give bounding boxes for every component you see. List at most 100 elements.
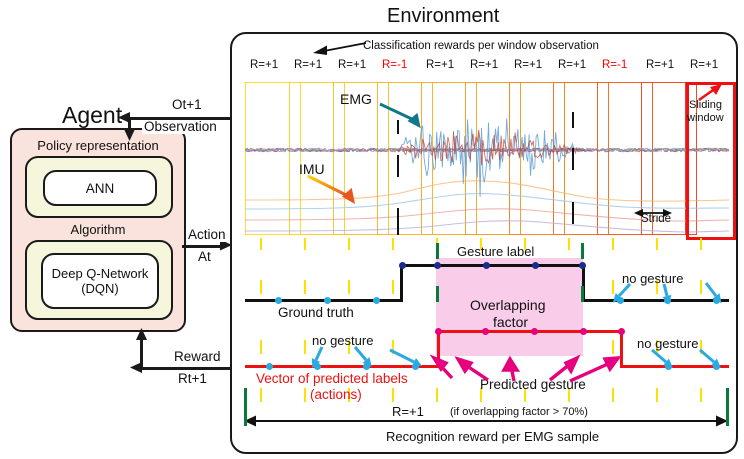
action-arrowhead <box>220 239 232 251</box>
span-marker-right <box>726 388 729 426</box>
gesture-start-marker-2 <box>397 155 400 177</box>
tick-top-7 <box>523 238 526 250</box>
gesture-end-marker <box>572 112 575 128</box>
ground-truth-rising-edge <box>400 264 403 302</box>
imu-traces <box>245 180 729 233</box>
tick-mid-4 <box>391 280 394 294</box>
signal-plot-area <box>245 80 729 235</box>
reward-label-2: R=+1 <box>294 59 323 71</box>
tick-low-9 <box>611 340 614 354</box>
ground-truth-dot-low-left-2 <box>323 297 331 304</box>
window-rect-8 <box>553 82 609 235</box>
reward-label-6: R=+1 <box>470 59 499 71</box>
ground-truth-dot-high-2 <box>433 262 441 269</box>
tick-low-10 <box>655 340 658 354</box>
policy-representation-box: ANN <box>25 156 173 218</box>
recognition-reward-caption: Recognition reward per EMG sample <box>386 429 600 444</box>
tick-mid-11 <box>699 280 702 294</box>
reward-label-3: R=+1 <box>338 59 367 71</box>
predicted-dot-low-left-1 <box>265 363 273 370</box>
window-rect-2 <box>289 82 345 235</box>
tick-top-4 <box>391 238 394 250</box>
gesture-span-marker-right <box>581 286 584 302</box>
reward-label-5: R=+1 <box>426 59 455 71</box>
no-gesture-arrow-pred-right-2 <box>699 348 721 368</box>
stride-arrow <box>634 209 672 217</box>
reward-label-8: R=+1 <box>558 59 587 71</box>
window-rect-7 <box>509 82 565 235</box>
tick-low-11 <box>699 340 702 354</box>
environment-box <box>230 32 738 454</box>
tick-bottom-11 <box>699 388 702 402</box>
tick-bottom-2 <box>303 388 306 402</box>
predicted-falling-edge <box>620 330 624 368</box>
overlapping-factor-region <box>436 258 583 356</box>
tick-bottom-10 <box>655 388 658 402</box>
sliding-window-arrow <box>698 84 722 102</box>
reward-bottom-label: Rt+1 <box>176 371 209 386</box>
policy-representation-label: Policy representation <box>37 138 159 153</box>
action-connector <box>182 245 226 248</box>
algorithm-box: Deep Q-Network (DQN) <box>25 240 173 320</box>
sliding-window-label-line2: window <box>687 112 724 124</box>
tick-top-2 <box>303 238 306 250</box>
tick-bottom-5 <box>435 388 438 402</box>
tick-top-11 <box>699 238 702 250</box>
overlapping-factor-line2: factor <box>493 314 529 330</box>
reward-arrowheads <box>130 328 147 373</box>
window-rect-1 <box>245 82 301 235</box>
no-gesture-arrow-pred-left-2 <box>353 346 372 367</box>
window-rect-3 <box>333 82 389 235</box>
reward-connector-vertical <box>140 340 143 368</box>
tick-top-1 <box>259 238 262 250</box>
ground-truth-label: Ground truth <box>278 305 354 320</box>
dqn-label-line1: Deep Q-Network <box>51 266 149 281</box>
gesture-label-text: Gesture label <box>457 244 535 259</box>
tick-mid-9 <box>611 280 614 294</box>
imu-pointer-arrow <box>307 174 355 205</box>
gesture-start-marker <box>397 120 400 134</box>
footer-reward-value: R=+1 <box>392 404 424 419</box>
reward-top-label: Reward <box>172 349 223 364</box>
tick-bottom-6 <box>479 388 482 402</box>
observation-arrowheads <box>118 112 135 141</box>
predicted-low-right <box>620 365 729 368</box>
observation-connector-vertical <box>128 117 131 135</box>
no-gesture-arrow-gt-3 <box>704 282 722 304</box>
ground-truth-dot-high-3 <box>482 262 490 269</box>
ground-truth-dot-high-1 <box>398 262 406 269</box>
tick-low-3 <box>347 340 350 354</box>
predicted-dot-high-3 <box>530 328 538 335</box>
tick-bottom-7 <box>523 388 526 402</box>
tick-bottom-9 <box>611 388 614 402</box>
dqn-label-line2: (DQN) <box>81 281 119 296</box>
classification-caption-arrow <box>313 42 367 55</box>
predicted-dot-high-1 <box>434 328 442 335</box>
reward-label-4: R=-1 <box>382 59 408 71</box>
ground-truth-falling-edge <box>582 264 585 302</box>
emg-pointer-arrow <box>379 102 421 129</box>
observation-top-label: Ot+1 <box>170 97 204 112</box>
reward-label-1: R=+1 <box>250 59 279 71</box>
ground-truth-dot-low-left-1 <box>274 297 282 304</box>
environment-title: Environment <box>387 5 500 27</box>
no-gesture-arrow-gt-2 <box>662 283 672 305</box>
gesture-label-marker-right <box>581 243 584 259</box>
tick-top-3 <box>347 238 350 250</box>
reward-label-9: R=-1 <box>602 59 628 71</box>
ground-truth-low-right <box>582 299 729 302</box>
predicted-low-left <box>245 365 440 368</box>
no-gesture-label-pred-right: no gesture <box>637 336 699 351</box>
emg-label: EMG <box>340 91 372 107</box>
gesture-end-marker-3 <box>572 202 575 224</box>
tick-low-2 <box>303 340 306 354</box>
observation-connector-horizontal <box>130 117 232 120</box>
reward-label-11: R=+1 <box>690 59 719 71</box>
predicted-dot-low-left-2 <box>313 363 321 370</box>
ground-truth-high <box>400 264 585 267</box>
window-rect-10 <box>641 82 697 235</box>
tick-mid-1 <box>259 280 262 294</box>
ground-truth-dot-low-left-3 <box>372 297 380 304</box>
predicted-dot-low-left-3 <box>362 363 370 370</box>
classification-rewards-caption: Classification rewards per window observ… <box>363 40 599 52</box>
